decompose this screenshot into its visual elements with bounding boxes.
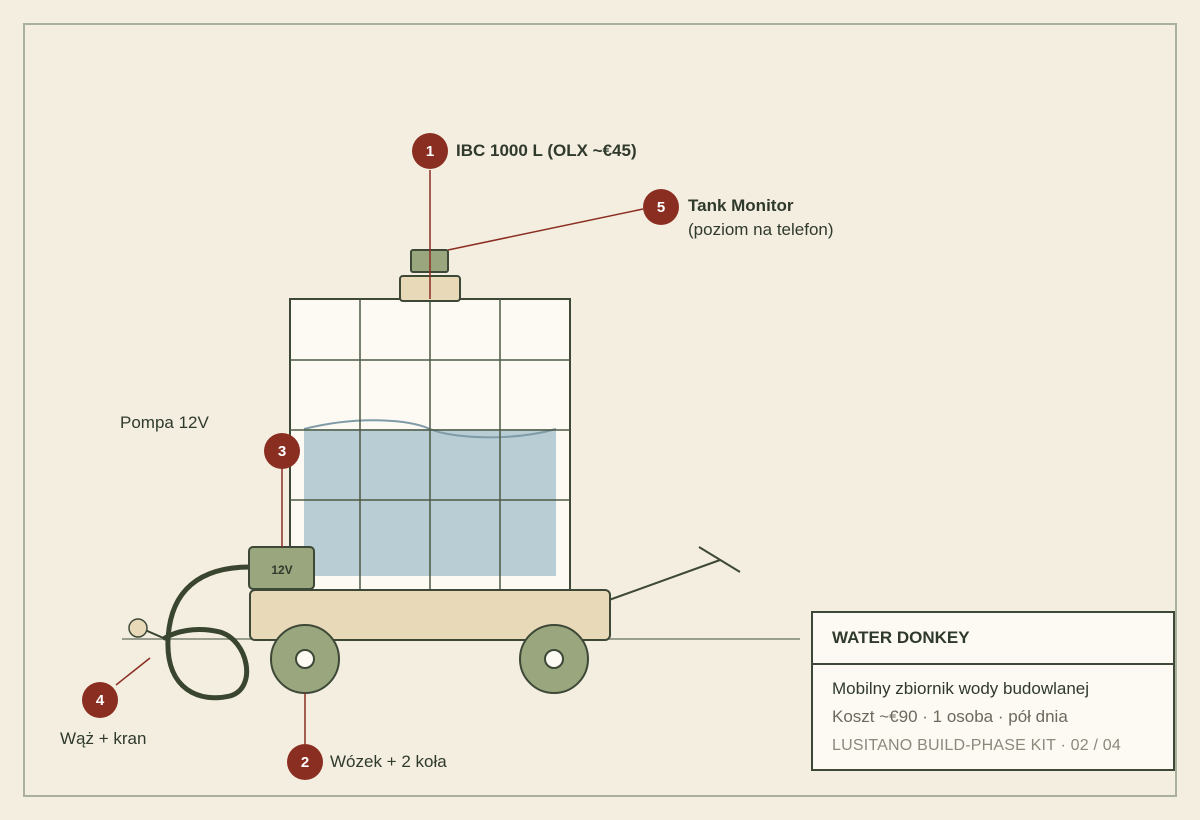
- callout-badge-3: 3: [264, 433, 300, 469]
- callout-badge-2: 2: [287, 744, 323, 780]
- cart-bed: [249, 589, 611, 641]
- hose: [162, 564, 253, 701]
- diagram-frame: [23, 23, 1177, 797]
- leader-lines: [115, 170, 644, 744]
- title-block-meta: Koszt ~€90 · 1 osoba · pół dnia: [832, 707, 1068, 726]
- title-block-name: WATER DONKEY: [813, 613, 1173, 665]
- tap-icon: [128, 618, 148, 638]
- callout-badge-4: 4: [82, 682, 118, 718]
- title-block: WATER DONKEY Mobilny zbiornik wody budow…: [811, 611, 1175, 771]
- callout-label-cart: Wózek + 2 koła: [330, 752, 447, 771]
- title-block-description: Mobilny zbiornik wody budowlanej: [832, 679, 1090, 698]
- callout-label-tank-monitor: Tank Monitor: [688, 196, 794, 215]
- hose-nozzle-pipe: [144, 629, 169, 641]
- callout-label-pump: Pompa 12V: [120, 413, 209, 432]
- title-block-series: LUSITANO BUILD-PHASE KIT · 02 / 04: [832, 737, 1121, 754]
- cart-wheel-left: [270, 624, 340, 694]
- cart-wheel-right: [519, 624, 589, 694]
- callout-badge-5: 5: [643, 189, 679, 225]
- callout-label-hose: Wąż + kran: [60, 729, 147, 748]
- cart-handle: [608, 559, 721, 601]
- callout-sublabel-tank-monitor: (poziom na telefon): [688, 220, 834, 239]
- callout-badge-1: 1: [412, 133, 448, 169]
- ibc-cage-grid: [290, 299, 570, 591]
- pump-box-label: 12V: [271, 563, 292, 577]
- cart-handle-grip: [698, 546, 741, 573]
- callout-label-ibc: IBC 1000 L (OLX ~€45): [456, 141, 637, 160]
